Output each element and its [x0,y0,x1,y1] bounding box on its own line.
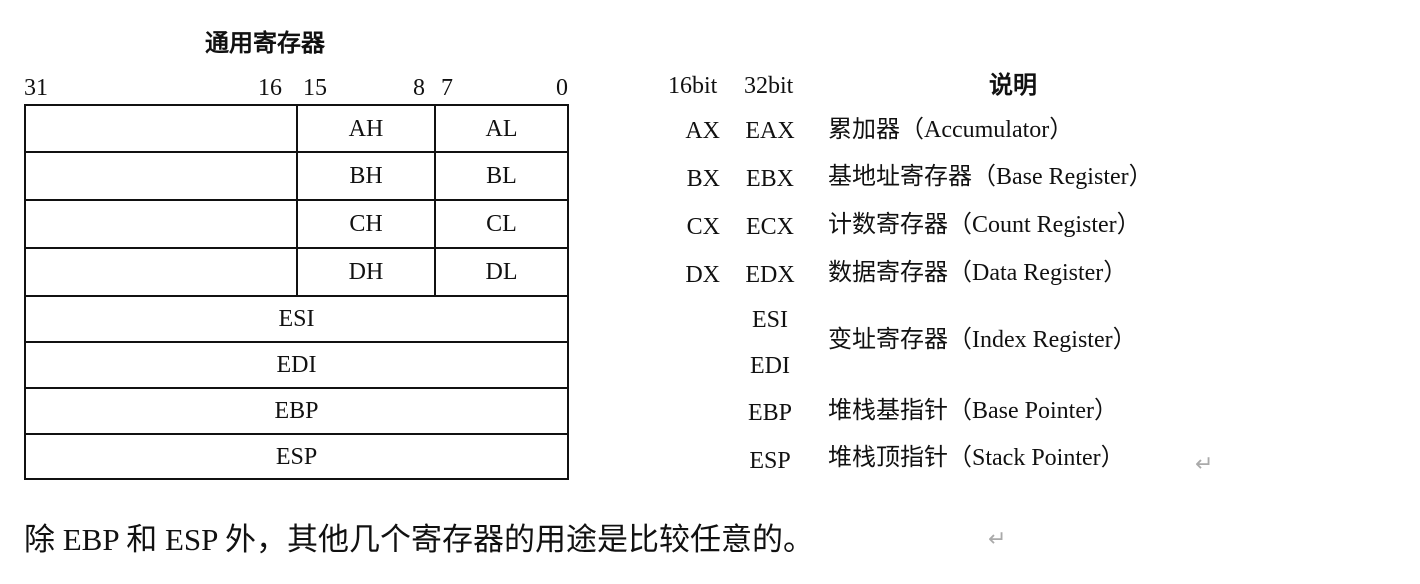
register-ch: CH [349,211,383,237]
register-bh: BH [349,163,383,189]
register-cl: CL [486,211,517,237]
bit-label-7: 7 [441,75,453,101]
column-divider-8 [434,106,436,295]
row-divider [26,341,567,343]
legend-r32-ecx: ECX [746,214,794,240]
legend-r16-ax: AX [685,118,720,144]
register-dl: DL [485,259,518,285]
diagram-title: 通用寄存器 [205,31,325,57]
bit-label-8: 8 [413,75,425,101]
register-esi: ESI [278,306,315,332]
register-dh: DH [348,259,384,285]
bit-label-31: 31 [24,75,48,101]
legend-desc-stack-pointer: 堆栈顶指针（Stack Pointer） [828,445,1125,471]
legend-r16-bx: BX [686,166,720,192]
header-32bit: 32bit [744,73,794,99]
legend-r32-eax: EAX [745,118,795,144]
legend-desc-accumulator: 累加器（Accumulator） [828,117,1074,143]
legend-desc-index-register: 变址寄存器（Index Register） [828,327,1137,353]
legend-desc-count-register: 计数寄存器（Count Register） [828,212,1141,238]
legend-r32-esp: ESP [749,448,791,474]
legend-r32-ebp: EBP [747,400,793,426]
row-divider [26,295,567,297]
register-ebp: EBP [274,398,319,424]
bit-label-16: 16 [258,75,282,101]
header-16bit: 16bit [668,73,718,99]
legend-r32-esi: ESI [752,307,788,333]
column-divider-16 [296,106,298,295]
row-divider [26,433,567,435]
legend-desc-base-pointer: 堆栈基指针（Base Pointer） [828,398,1118,424]
return-mark-icon: ↵ [1195,452,1214,477]
bit-label-0: 0 [556,75,568,101]
caption-return-mark-icon: ↵ [988,527,1007,552]
register-bl: BL [486,163,517,189]
register-al: AL [485,116,518,142]
row-divider [26,387,567,389]
header-description: 说明 [989,73,1037,99]
legend-r16-cx: CX [686,214,720,240]
caption-text: 除 EBP 和 ESP 外，其他几个寄存器的用途是比较任意的。 [24,522,814,557]
bit-label-15: 15 [303,75,327,101]
register-ah: AH [348,116,384,142]
register-esp: ESP [275,444,318,470]
legend-desc-data-register: 数据寄存器（Data Register） [828,260,1128,286]
legend-desc-base-register: 基地址寄存器（Base Register） [828,164,1153,190]
legend-r32-edi: EDI [750,353,790,379]
legend-r16-dx: DX [685,262,720,288]
register-edi: EDI [276,352,317,378]
legend-r32-ebx: EBX [746,166,794,192]
register-grid: AH AL BH BL CH CL DH DL ESI EDI EBP ESP [24,104,569,480]
legend-r32-edx: EDX [745,262,795,288]
